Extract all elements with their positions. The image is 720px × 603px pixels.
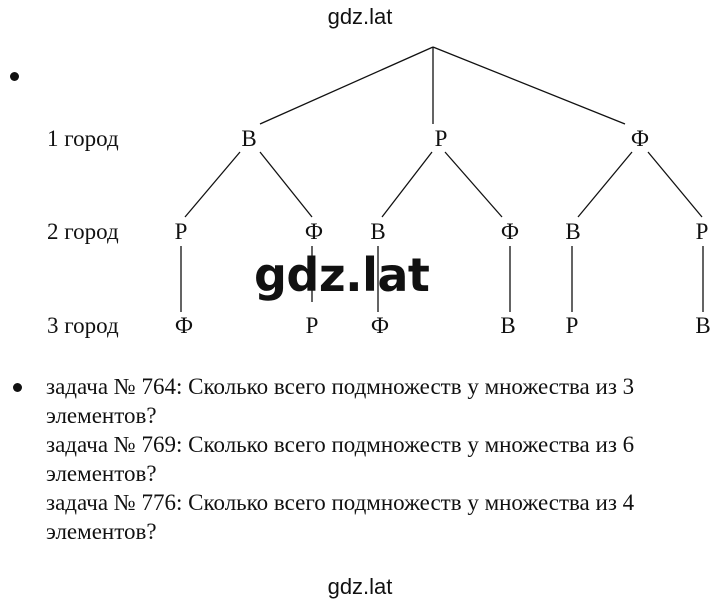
watermark-top: gdz.lat [327,4,393,29]
node-l2-4: В [565,219,580,244]
node-l3-1: Р [306,313,319,338]
edge-l1-2-l2-5 [647,151,703,218]
level-label-3: 3 город [47,313,119,338]
level-label-2: 2 город [47,219,119,244]
node-l2-3: Ф [501,219,519,244]
node-l2-0: Р [175,219,188,244]
task-776: задача № 776: Сколько всего подмножеств … [46,488,716,546]
node-l3-0: Ф [175,313,193,338]
permutation-tree: 1 город 2 город 3 город В Р Ф Р Ф В Ф В … [47,46,711,338]
level-label-1: 1 город [47,126,119,151]
node-l2-5: Р [696,219,709,244]
edge-root-l1-2 [432,46,626,125]
node-l2-2: В [370,219,385,244]
edge-l1-1-l2-2 [381,151,433,218]
task-769-line2: элементов? [46,461,157,486]
node-l1-0: В [241,126,256,151]
edge-l1-0-l2-0 [184,151,241,218]
edge-l1-0-l2-1 [259,151,313,218]
edge-root-l1-0 [259,46,434,125]
task-list: задача № 764: Сколько всего подмножеств … [46,372,716,546]
node-l3-2: Ф [371,313,389,338]
task-764-line1: задача № 764: Сколько всего подмножеств … [46,374,635,399]
node-l3-5: В [695,313,710,338]
node-l3-3: В [500,313,515,338]
node-l3-4: Р [566,313,579,338]
bullet-tasks [13,383,22,392]
task-764: задача № 764: Сколько всего подмножеств … [46,372,716,430]
task-764-line2: элементов? [46,403,157,428]
watermark-center: gdz.lat [254,248,430,302]
watermark-bottom: gdz.lat [327,574,393,599]
node-l1-1: Р [435,126,448,151]
task-776-line2: элементов? [46,519,157,544]
task-769: задача № 769: Сколько всего подмножеств … [46,430,716,488]
node-l2-1: Ф [305,219,323,244]
bullet-tree [10,72,19,81]
task-769-line1: задача № 769: Сколько всего подмножеств … [46,432,635,457]
node-l1-2: Ф [631,126,649,151]
edge-l1-1-l2-3 [444,151,503,218]
edge-l1-2-l2-4 [577,151,633,218]
task-776-line1: задача № 776: Сколько всего подмножеств … [46,490,635,515]
